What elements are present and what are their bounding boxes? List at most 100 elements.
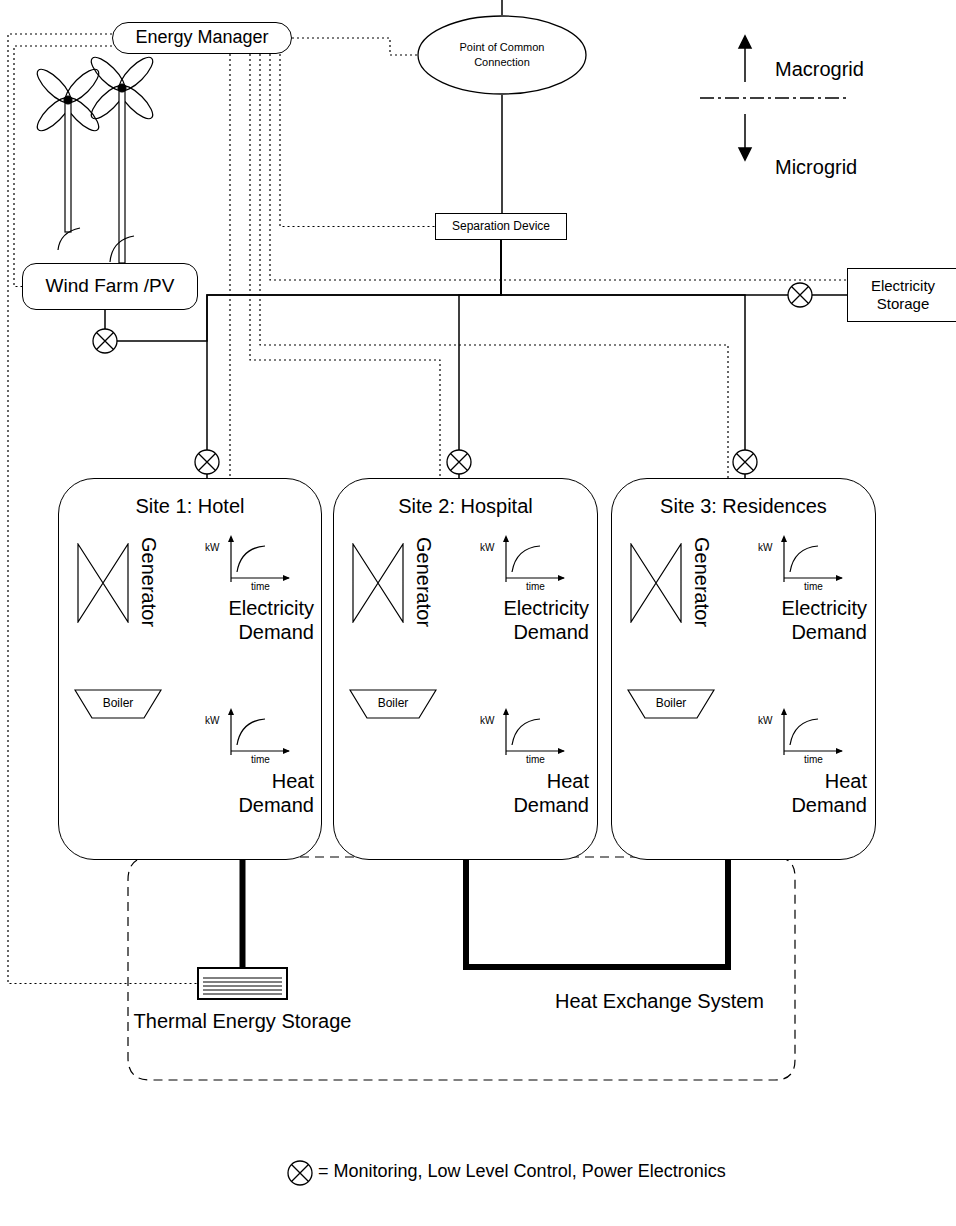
control-link	[280, 54, 435, 227]
axis-label: time	[526, 581, 545, 593]
axes	[784, 710, 842, 755]
boil-node: Boiler	[349, 689, 439, 721]
axis-label: kW	[205, 542, 219, 554]
monitoring-symbol	[788, 283, 812, 307]
dem-node: kW timeHeat Demand	[752, 707, 867, 837]
power-line	[207, 240, 501, 478]
demand-graph	[776, 707, 846, 759]
boil-node: Boiler	[74, 689, 164, 721]
tank-node: Thermal Energy Storage	[197, 967, 288, 1000]
monitoring-symbol	[447, 450, 471, 474]
gen-node: Generator	[630, 537, 720, 637]
shape	[58, 228, 80, 250]
boil-node: Boiler	[627, 689, 717, 721]
shape	[115, 53, 157, 95]
curve	[237, 719, 265, 745]
curve	[790, 719, 818, 745]
axis-label: time	[251, 754, 270, 766]
heat-exchange-region	[128, 857, 795, 1080]
box-label: Separation Device	[452, 219, 550, 233]
control-link	[270, 54, 847, 280]
shape	[65, 102, 71, 232]
control-link	[229, 54, 230, 478]
demand-label: Electricity Demand	[489, 596, 589, 644]
axis-label: kW	[758, 542, 772, 554]
site-box: Site 3: ResidencesGeneratorkWtimeElectri…	[611, 478, 876, 860]
site-box: Site 2: HospitalGenerator kW timeElectrici…	[333, 478, 598, 860]
region-label: Microgrid	[775, 156, 857, 179]
arrowheads	[503, 535, 565, 581]
gen-node: Generator	[352, 537, 442, 637]
site-title: Site 2: Hospital	[334, 479, 597, 518]
dem-node: kW timeElectricity Demand	[199, 534, 314, 684]
grid-line	[501, 0, 503, 15]
arrowheads	[781, 708, 843, 754]
generator-symbol	[630, 543, 682, 623]
trapezoid	[350, 690, 436, 718]
demand-graph	[776, 534, 846, 586]
bowtie	[353, 544, 403, 622]
shape	[64, 96, 72, 104]
axes	[784, 537, 842, 582]
shape	[744, 44, 746, 82]
power-line	[501, 95, 503, 213]
arrowheads	[503, 708, 565, 754]
shape	[110, 236, 134, 262]
bowtie	[631, 544, 681, 622]
axis-label: kW	[480, 715, 494, 727]
grid-boundary-arrows	[700, 36, 850, 160]
demand-graph	[498, 534, 568, 586]
axis-label: time	[804, 754, 823, 766]
shape	[118, 84, 126, 92]
axis-label: time	[251, 581, 270, 593]
generator-label: Generator	[137, 537, 161, 627]
heat-pipe	[240, 860, 246, 967]
fill-lines	[203, 978, 282, 994]
control-link	[292, 38, 417, 55]
generator-symbol	[352, 543, 404, 623]
box-label: Electricity Storage	[848, 277, 956, 313]
demand-label: Electricity Demand	[214, 596, 314, 644]
axes	[506, 537, 564, 582]
axes	[231, 710, 289, 755]
curve	[790, 546, 818, 572]
gen-node: Generator	[77, 537, 167, 637]
shape	[739, 36, 751, 48]
demand-graph	[498, 707, 568, 759]
curve	[237, 546, 265, 572]
arrowheads	[228, 535, 290, 581]
boiler-label: Boiler	[627, 696, 715, 710]
ellipse-outline	[417, 15, 587, 95]
shape	[744, 114, 746, 152]
control-link	[260, 54, 728, 478]
box-node: Electricity Storage	[847, 268, 956, 322]
monitoring-symbol	[195, 450, 219, 474]
axes	[506, 710, 564, 755]
tank	[198, 968, 287, 999]
curve	[512, 546, 540, 572]
axis-label: kW	[205, 715, 219, 727]
control-link	[14, 46, 112, 287]
monitoring-symbol	[733, 450, 757, 474]
generator-label: Generator	[412, 537, 436, 627]
shape	[33, 65, 75, 107]
tank-label: Thermal Energy Storage	[134, 1009, 352, 1033]
boiler-label: Boiler	[74, 696, 162, 710]
heat-pipe	[466, 860, 728, 967]
dem-node: kWtimeHeat Demand	[199, 707, 314, 837]
legend-symbol	[288, 1161, 312, 1185]
demand-label: Heat Demand	[767, 769, 867, 817]
box-node: Separation Device	[435, 213, 567, 240]
trapezoid	[628, 690, 714, 718]
generator-symbol	[77, 543, 129, 623]
axis-label: kW	[758, 715, 772, 727]
generator-label: Generator	[690, 537, 714, 627]
em-node: Energy Manager	[112, 22, 292, 54]
axes	[231, 537, 289, 582]
shape	[61, 65, 103, 107]
axis-label: time	[804, 581, 823, 593]
demand-graph	[223, 707, 293, 759]
arrowheads	[781, 535, 843, 581]
power-line	[459, 240, 501, 478]
box-label: Energy Manager	[135, 27, 268, 49]
